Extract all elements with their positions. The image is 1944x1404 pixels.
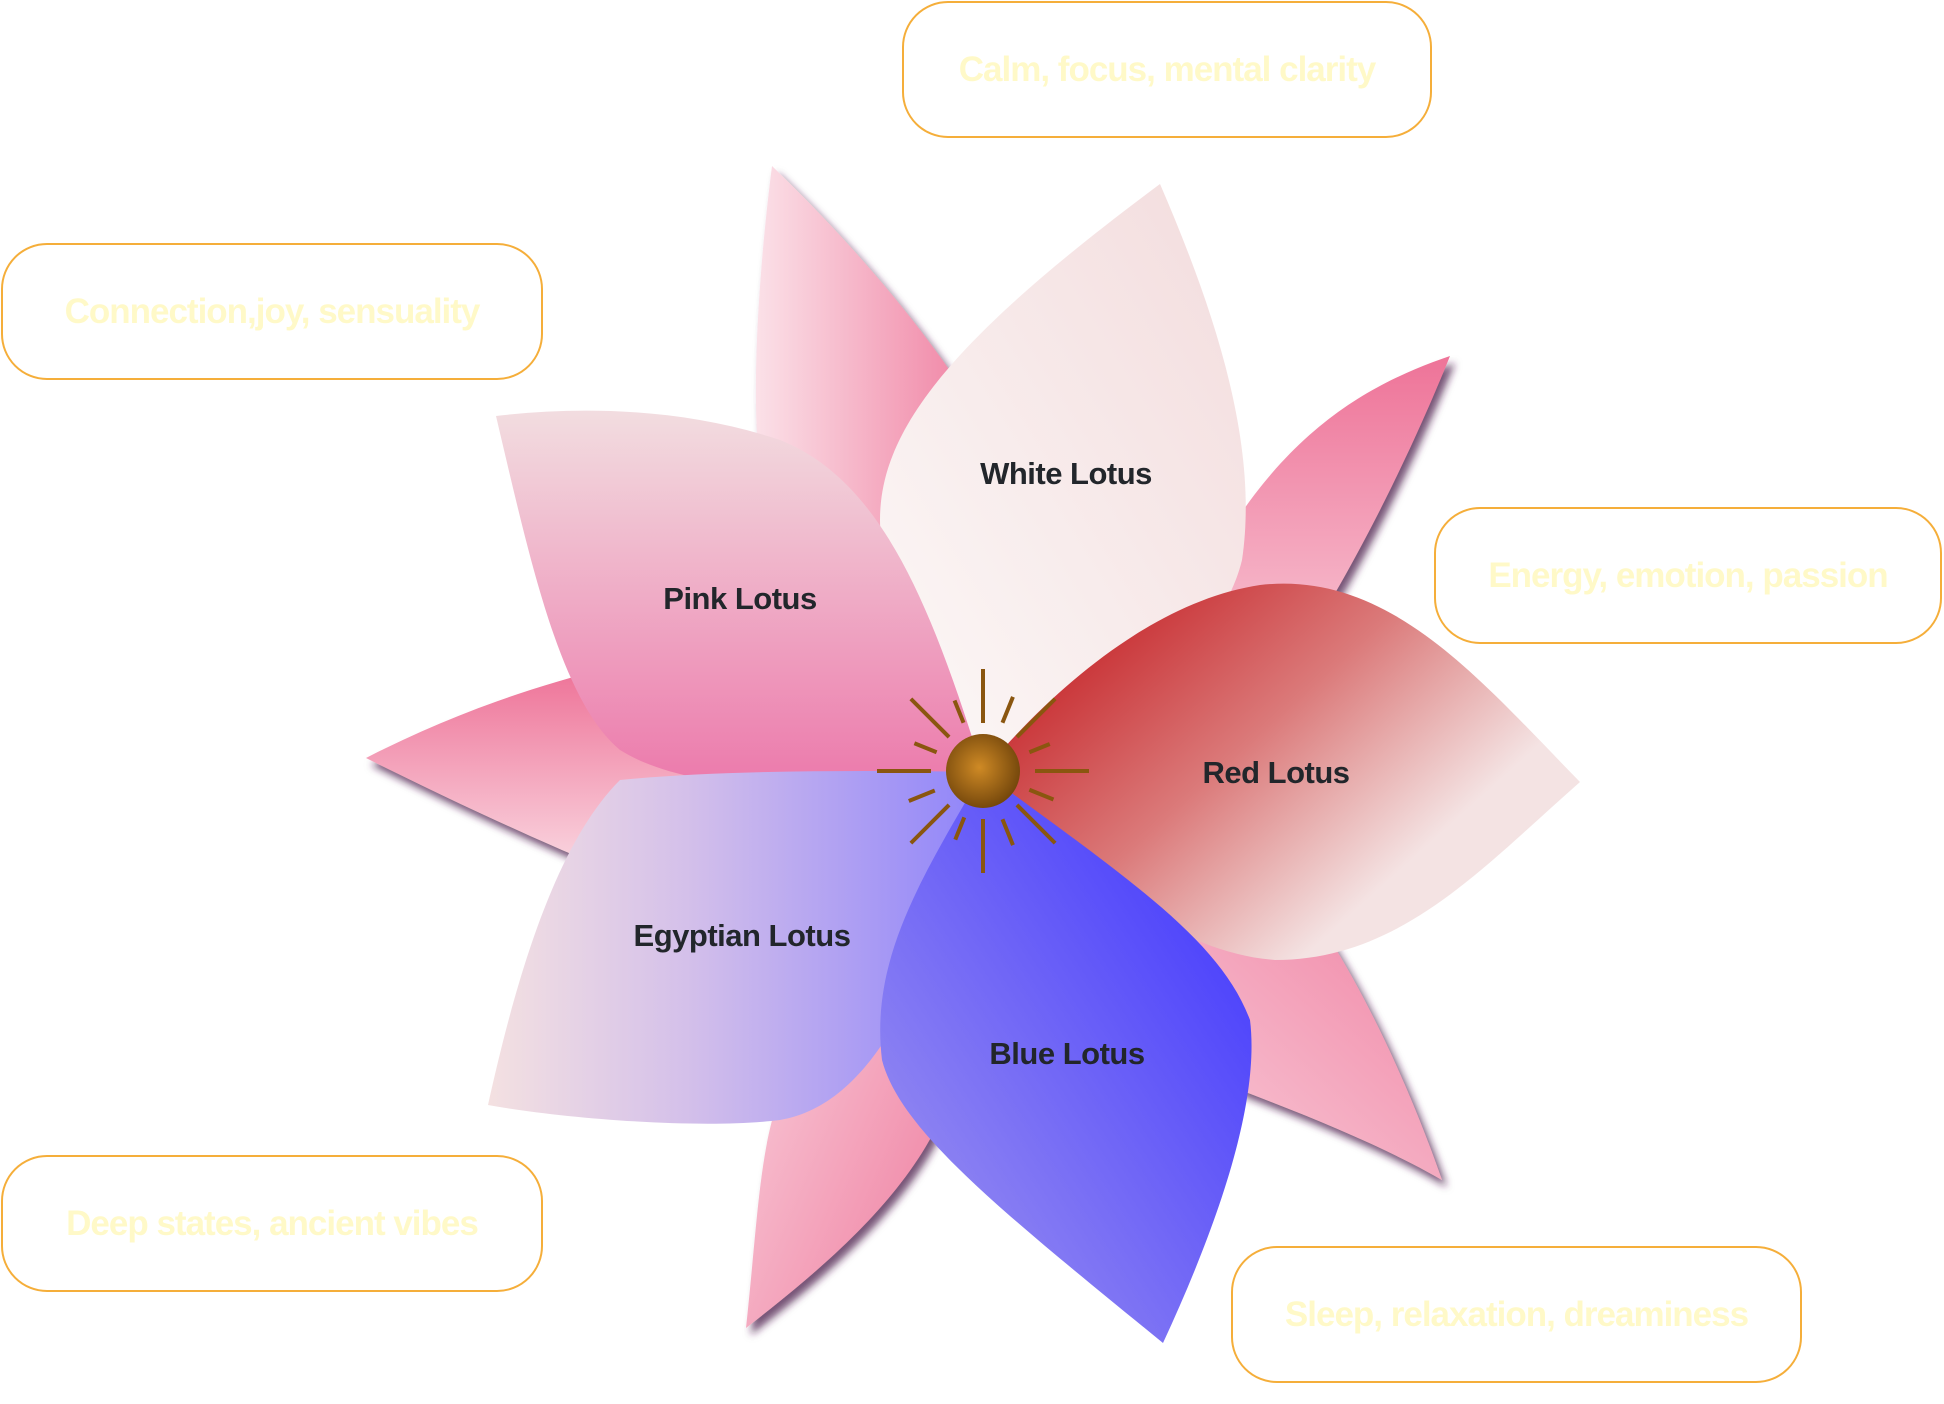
callout-text-egyptian: Deep states, ancient vibes — [66, 1203, 479, 1243]
callout-text-white: Calm, focus, mental clarity — [958, 49, 1376, 89]
callout-text-blue: Sleep, relaxation, dreaminess — [1284, 1294, 1749, 1334]
callout-white-lotus: Calm, focus, mental clarity — [902, 1, 1432, 138]
petal-label-white: White Lotus — [980, 456, 1152, 491]
callout-text-pink: Connection,joy, sensuality — [64, 291, 481, 331]
sun-ray — [1000, 818, 1015, 846]
sun-ray — [909, 697, 951, 739]
sun-ray — [952, 699, 966, 724]
center-rays — [877, 669, 1089, 873]
callout-red-lotus: Energy, emotion, passion — [1434, 507, 1942, 644]
sun-seed-pod-icon — [946, 734, 1020, 808]
petal-pink[interactable] — [496, 410, 983, 787]
petal-red[interactable] — [983, 583, 1580, 960]
callout-egyptian-lotus: Deep states, ancient vibes — [1, 1155, 543, 1292]
callout-text-red: Energy, emotion, passion — [1488, 555, 1888, 595]
petal-label-pink: Pink Lotus — [663, 581, 816, 616]
sun-ray — [953, 816, 967, 841]
callout-blue-lotus: Sleep, relaxation, dreaminess — [1231, 1246, 1802, 1383]
sun-ray — [1015, 803, 1057, 845]
petal-blue[interactable] — [880, 772, 1252, 1343]
sun-ray — [1028, 742, 1051, 755]
petal-label-red: Red Lotus — [1202, 755, 1349, 790]
callout-pink-lotus: Connection,joy, sensuality — [1, 243, 543, 380]
sun-ray — [1015, 697, 1057, 739]
sun-ray — [909, 803, 951, 845]
petal-egyptian[interactable] — [488, 770, 983, 1124]
petal-label-egyptian: Egyptian Lotus — [634, 918, 851, 953]
petal-label-blue: Blue Lotus — [989, 1036, 1144, 1071]
sun-ray — [913, 741, 938, 755]
sun-ray — [1000, 696, 1015, 724]
sun-ray — [908, 788, 936, 803]
sun-ray — [1028, 787, 1055, 802]
